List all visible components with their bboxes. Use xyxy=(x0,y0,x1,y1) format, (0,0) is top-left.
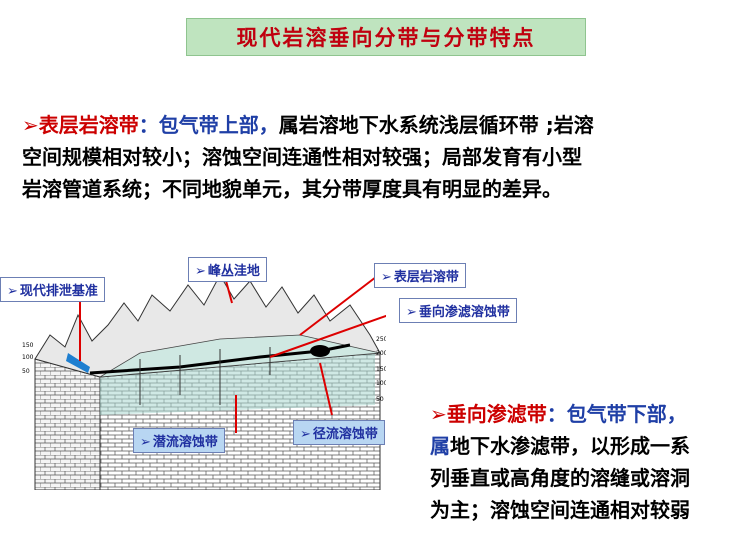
label-discharge-baseline: ➢现代排泄基准 xyxy=(0,277,105,302)
colon: ： xyxy=(138,113,159,137)
vertical-fissures xyxy=(139,347,271,405)
surface-karst-line3: 岩溶管道系统；不同地貌单元，其分带厚度具有明显的差异。 xyxy=(22,177,562,201)
vertical-seepage-paragraph: ➢垂向渗滤带：包气带下部， 属地下水渗滤带，以形成一系 列垂直或高角度的溶缝或溶… xyxy=(430,398,736,526)
scale-right-100: 100 xyxy=(376,380,386,387)
vertical-seepage-line2: 列垂直或高角度的溶缝或溶洞 xyxy=(430,466,690,490)
vertical-seepage-highlight2: 属 xyxy=(430,434,450,458)
label-text: 现代排泄基准 xyxy=(19,284,98,299)
vertical-seepage-term: 垂向渗滤带 xyxy=(446,402,547,426)
arrow-vertical xyxy=(269,314,386,358)
arrow-icon: ➢ xyxy=(381,270,392,285)
label-runoff-dissolution: ➢径流溶蚀带 xyxy=(293,420,385,445)
vertical-seepage-highlight: 包气带下部， xyxy=(566,402,687,426)
label-text: 潜流溶蚀带 xyxy=(152,435,218,450)
scale-left-100: 100 xyxy=(22,354,34,361)
surface-karst-term: 表层岩溶带 xyxy=(38,113,139,137)
label-subsurface-dissolution: ➢潜流溶蚀带 xyxy=(133,428,225,453)
label-surface-karst: ➢表层岩溶带 xyxy=(374,263,466,288)
bullet-arrow-icon: ➢ xyxy=(430,402,447,426)
surface-karst-line1: 属岩溶地下水系统浅层循环带 ;岩溶 xyxy=(278,113,594,137)
label-peak-depression: ➢峰丛洼地 xyxy=(188,257,267,282)
label-text: 峰丛洼地 xyxy=(207,264,260,279)
vertical-seepage-line1: 地下水渗滤带，以形成一系 xyxy=(450,434,690,458)
arrow-icon: ➢ xyxy=(300,427,311,442)
label-text: 垂向渗滤溶蚀带 xyxy=(418,305,510,320)
scale-right-200: 200 xyxy=(376,350,386,357)
slide-title-box: 现代岩溶垂向分带与分带特点 xyxy=(186,18,586,56)
river-water xyxy=(66,353,90,373)
arrow-icon: ➢ xyxy=(195,264,206,279)
arrow-surface xyxy=(299,276,377,336)
karst-block-diagram: 150 100 50 250 200 150 100 50 xyxy=(20,255,386,490)
scale-right-250: 250 xyxy=(376,336,386,343)
karst-cave xyxy=(310,345,330,357)
left-scale: 150 100 50 xyxy=(22,342,34,375)
water-table-line xyxy=(89,343,351,375)
arrow-runoff xyxy=(319,362,333,416)
block-front-face xyxy=(34,358,101,490)
scale-left-150: 150 xyxy=(22,342,34,349)
surface-karst-paragraph: ➢表层岩溶带：包气带上部，属岩溶地下水系统浅层循环带 ;岩溶 空间规模相对较小；… xyxy=(22,109,712,205)
surface-karst-highlight: 包气带上部， xyxy=(158,113,279,137)
label-text: 表层岩溶带 xyxy=(393,270,459,285)
scale-left-50: 50 xyxy=(22,368,30,375)
bullet-arrow-icon: ➢ xyxy=(22,113,39,137)
scale-right-50: 50 xyxy=(376,396,384,403)
arrow-icon: ➢ xyxy=(406,305,417,320)
vertical-seepage-line3: 为主；溶蚀空间连通相对较弱 xyxy=(430,498,690,522)
label-text: 径流溶蚀带 xyxy=(312,427,378,442)
slide-title: 现代岩溶垂向分带与分带特点 xyxy=(236,26,536,50)
right-scale: 250 200 150 100 50 xyxy=(376,336,386,403)
surface-karst-line2: 空间规模相对较小；溶蚀空间连通性相对较强；局部发育有小型 xyxy=(22,145,582,169)
arrow-icon: ➢ xyxy=(140,435,151,450)
label-vertical-seepage: ➢垂向渗滤溶蚀带 xyxy=(399,298,517,323)
colon: ： xyxy=(546,402,567,426)
arrow-icon: ➢ xyxy=(7,284,18,299)
scale-right-150: 150 xyxy=(376,366,386,373)
